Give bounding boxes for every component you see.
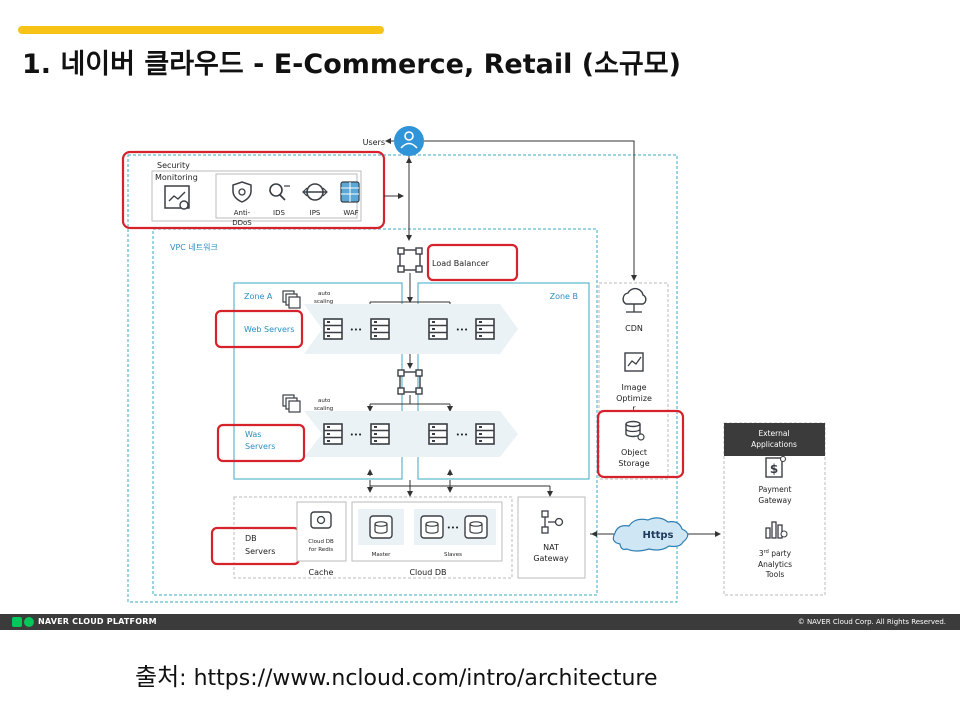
anti-ddos-label-line2: DDoS bbox=[232, 219, 252, 227]
external-apps-title-line1: External bbox=[758, 429, 789, 438]
security-title-line1: Security bbox=[157, 161, 190, 170]
auto-scaling-was-line2: scaling bbox=[314, 406, 333, 412]
title-accent-bar bbox=[18, 26, 384, 34]
users-icon bbox=[394, 126, 424, 156]
cloud-db-label: Cloud DB bbox=[409, 568, 446, 577]
anti-ddos-label-line1: Anti- bbox=[234, 209, 251, 217]
was-servers-label-line1: Was bbox=[245, 430, 261, 439]
analytics-tools-icon bbox=[765, 521, 788, 539]
master-db-icon bbox=[369, 515, 393, 539]
object-storage-icon bbox=[625, 420, 645, 441]
waf-label: WAF bbox=[343, 209, 358, 217]
zone-b-label: Zone B bbox=[550, 292, 578, 301]
slaves-ellipsis: ••• bbox=[447, 524, 459, 532]
auto-scaling-icon-web bbox=[282, 290, 301, 309]
ips-icon bbox=[302, 183, 328, 201]
nat-gateway-label-line2: Gateway bbox=[533, 554, 569, 563]
nat-gateway-icon bbox=[541, 510, 564, 534]
was-servers-label-line2: Servers bbox=[245, 442, 275, 451]
auto-scaling-was-line1: auto bbox=[318, 398, 331, 404]
page-title: 1. 네이버 클라우드 - E-Commerce, Retail (소규모) bbox=[22, 49, 681, 80]
slaves-label: Slaves bbox=[444, 552, 462, 558]
db-servers-label-line1: DB bbox=[245, 534, 257, 543]
cdn-icon bbox=[622, 287, 647, 313]
object-storage-label-line2: Storage bbox=[618, 459, 649, 468]
web-servers-highlight bbox=[214, 309, 304, 349]
source-url: : https://www.ncloud.com/intro/architect… bbox=[179, 666, 658, 691]
nat-gateway-box bbox=[517, 496, 586, 579]
naver-cloud-logo-icon bbox=[12, 617, 34, 627]
architecture-diagram: VPC 네트워크 Users Security Monitoring Anti-… bbox=[121, 126, 826, 603]
object-storage-highlight bbox=[596, 409, 685, 479]
security-highlight bbox=[121, 150, 386, 230]
load-balancer-icon bbox=[397, 247, 423, 273]
web-ellipsis-b: ••• bbox=[456, 326, 468, 334]
external-apps-title-line2: Applications bbox=[751, 440, 797, 449]
master-label: Master bbox=[372, 552, 392, 558]
image-optimizer-label-line1: Image bbox=[621, 383, 646, 392]
auto-scaling-web-line1: auto bbox=[318, 291, 331, 297]
nat-gateway-label-line1: NAT bbox=[543, 543, 559, 552]
ids-icon bbox=[269, 183, 290, 201]
source-prefix: 출처 bbox=[135, 663, 180, 691]
zone-a-label: Zone A bbox=[244, 292, 273, 301]
load-balancer-highlight bbox=[426, 243, 519, 282]
analytics-tools-label-line2: Analytics bbox=[758, 560, 792, 569]
analytics-tools-label-line1: 3rd party bbox=[759, 549, 792, 558]
was-ellipsis-a: ••• bbox=[350, 431, 362, 439]
payment-gateway-label-line1: Payment bbox=[759, 485, 792, 494]
redis-label-line2: for Redis bbox=[309, 547, 333, 553]
cloud-boundary bbox=[127, 154, 678, 603]
https-cloud-icon bbox=[612, 517, 689, 552]
anti-ddos-icon bbox=[232, 181, 252, 203]
was-server-icon bbox=[370, 423, 390, 445]
web-server-icon bbox=[475, 318, 495, 340]
users-label: Users bbox=[363, 138, 385, 147]
auto-scaling-icon-was bbox=[282, 394, 301, 413]
source-citation: 출처: https://www.ncloud.com/intro/archite… bbox=[135, 657, 658, 692]
cdn-label: CDN bbox=[625, 324, 643, 333]
was-ellipsis-b: ••• bbox=[456, 431, 468, 439]
auto-scaling-web-line2: scaling bbox=[314, 299, 333, 305]
slave-db-icon bbox=[420, 515, 444, 539]
web-server-icon bbox=[428, 318, 448, 340]
web-ellipsis-a: ••• bbox=[350, 326, 362, 334]
slave-db-icon bbox=[464, 515, 488, 539]
object-storage-label-line1: Object bbox=[621, 448, 647, 457]
web-tier-band bbox=[304, 304, 518, 354]
was-server-icon bbox=[323, 423, 343, 445]
footer-bar bbox=[0, 614, 960, 630]
monitoring-icon bbox=[164, 185, 190, 210]
redis-icon bbox=[310, 511, 332, 529]
db-servers-label-line2: Servers bbox=[245, 547, 275, 556]
load-balancer-label: Load Balancer bbox=[432, 259, 490, 268]
was-servers-highlight bbox=[216, 423, 306, 463]
web-server-icon bbox=[323, 318, 343, 340]
security-title-line2: Monitoring bbox=[155, 173, 198, 182]
vpc-label: VPC 네트워크 bbox=[170, 243, 218, 252]
footer-brand: NAVER CLOUD PLATFORM bbox=[38, 617, 157, 626]
payment-gateway-label-line2: Gateway bbox=[758, 496, 792, 505]
cache-label: Cache bbox=[309, 568, 334, 577]
web-server-icon bbox=[370, 318, 390, 340]
waf-icon bbox=[340, 181, 360, 203]
svg-text:$: $ bbox=[770, 462, 778, 476]
image-optimizer-label-line3: r bbox=[632, 404, 636, 413]
payment-gateway-icon: $ bbox=[765, 455, 787, 478]
image-optimizer-icon bbox=[624, 352, 644, 372]
redis-label-line1: Cloud DB bbox=[308, 539, 334, 545]
analytics-tools-label-line3: Tools bbox=[765, 570, 785, 579]
was-server-icon bbox=[475, 423, 495, 445]
https-label: Https bbox=[642, 530, 673, 541]
image-optimizer-label-line2: Optimize bbox=[616, 394, 652, 403]
was-server-icon bbox=[428, 423, 448, 445]
ids-label: IDS bbox=[273, 209, 285, 217]
ips-label: IPS bbox=[310, 209, 321, 217]
was-tier-band bbox=[304, 411, 518, 457]
web-servers-label: Web Servers bbox=[244, 325, 294, 334]
storage-column bbox=[598, 282, 669, 480]
footer-copyright: © NAVER Cloud Corp. All Rights Reserved. bbox=[797, 618, 946, 626]
external-apps-header bbox=[724, 423, 825, 456]
